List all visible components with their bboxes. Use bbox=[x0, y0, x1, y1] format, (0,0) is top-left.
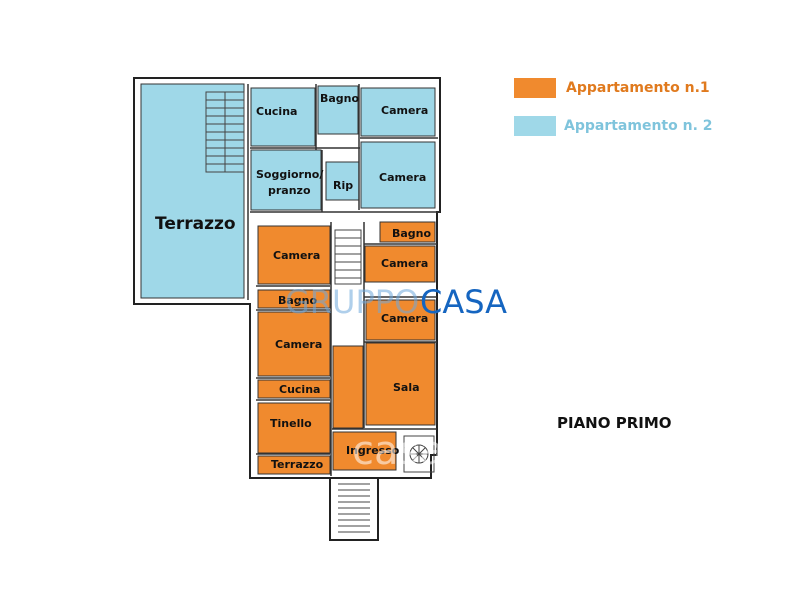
room-camera-left2 bbox=[257, 311, 331, 377]
staircase-bottom bbox=[338, 483, 370, 533]
label-camera-right2: Camera bbox=[381, 312, 429, 325]
staircase-top bbox=[205, 91, 245, 173]
watermark-casa: CASA bbox=[420, 283, 508, 321]
label-terrazzo-small: Terrazzo bbox=[271, 458, 324, 471]
room-bagno-right bbox=[379, 221, 436, 243]
room-tinello bbox=[257, 402, 331, 454]
room-cucina-top bbox=[250, 87, 316, 147]
label-tinello: Tinello bbox=[270, 417, 312, 430]
label-bagno-top: Bagno bbox=[320, 92, 360, 105]
room-corridor bbox=[332, 345, 364, 429]
label-terrazzo-big: Terrazzo bbox=[155, 214, 236, 234]
apartment-1-areas bbox=[257, 221, 436, 475]
label-camera-left2: Camera bbox=[275, 338, 323, 351]
room-rip bbox=[325, 161, 360, 201]
label-ingresso: Ingresso bbox=[346, 444, 400, 457]
room-terrazzo-big bbox=[140, 83, 245, 299]
room-camera-top1 bbox=[360, 87, 436, 137]
room-bagno-top bbox=[317, 85, 359, 135]
label-camera-right1: Camera bbox=[381, 257, 429, 270]
room-terrazzo-small bbox=[257, 455, 331, 475]
room-ingresso bbox=[332, 431, 397, 471]
label-camera-top2: Camera bbox=[379, 171, 427, 184]
room-camera-top2 bbox=[360, 141, 436, 209]
label-bagno-left: Bagno bbox=[278, 294, 318, 307]
label-cucina-top: Cucina bbox=[256, 105, 298, 118]
legend-swatch-apt1 bbox=[514, 78, 556, 98]
wall-lines bbox=[247, 84, 440, 476]
legend-label-apt1: Appartamento n.1 bbox=[566, 80, 710, 96]
building-outline bbox=[133, 77, 441, 541]
floor-label: PIANO PRIMO bbox=[557, 414, 672, 432]
room-cucina-bottom bbox=[257, 379, 331, 399]
staircase-middle bbox=[334, 229, 362, 285]
room-bagno-left bbox=[257, 289, 331, 309]
label-camera-top1: Camera bbox=[381, 104, 429, 117]
label-cucina-bottom: Cucina bbox=[279, 383, 321, 396]
room-camera-right1 bbox=[364, 245, 436, 283]
skylight-icon bbox=[403, 435, 435, 473]
watermark-casa-it: casa.it bbox=[352, 428, 484, 474]
label-soggiorno-2: pranzo bbox=[268, 184, 311, 197]
label-bagno-right: Bagno bbox=[392, 227, 432, 240]
room-camera-left1 bbox=[257, 225, 331, 285]
room-sala bbox=[365, 342, 436, 426]
watermark-gruppo: GRUPPO bbox=[285, 283, 420, 321]
label-soggiorno-1: Soggiorno/ bbox=[256, 168, 324, 181]
label-camera-left1: Camera bbox=[273, 249, 321, 262]
room-camera-right2 bbox=[365, 299, 436, 341]
apartment-2-areas bbox=[140, 83, 436, 299]
label-sala: Sala bbox=[393, 381, 420, 394]
legend-swatch-apt2 bbox=[514, 116, 556, 136]
legend-label-apt2: Appartamento n. 2 bbox=[564, 118, 713, 134]
label-rip: Rip bbox=[333, 179, 354, 192]
room-soggiorno bbox=[250, 149, 322, 211]
